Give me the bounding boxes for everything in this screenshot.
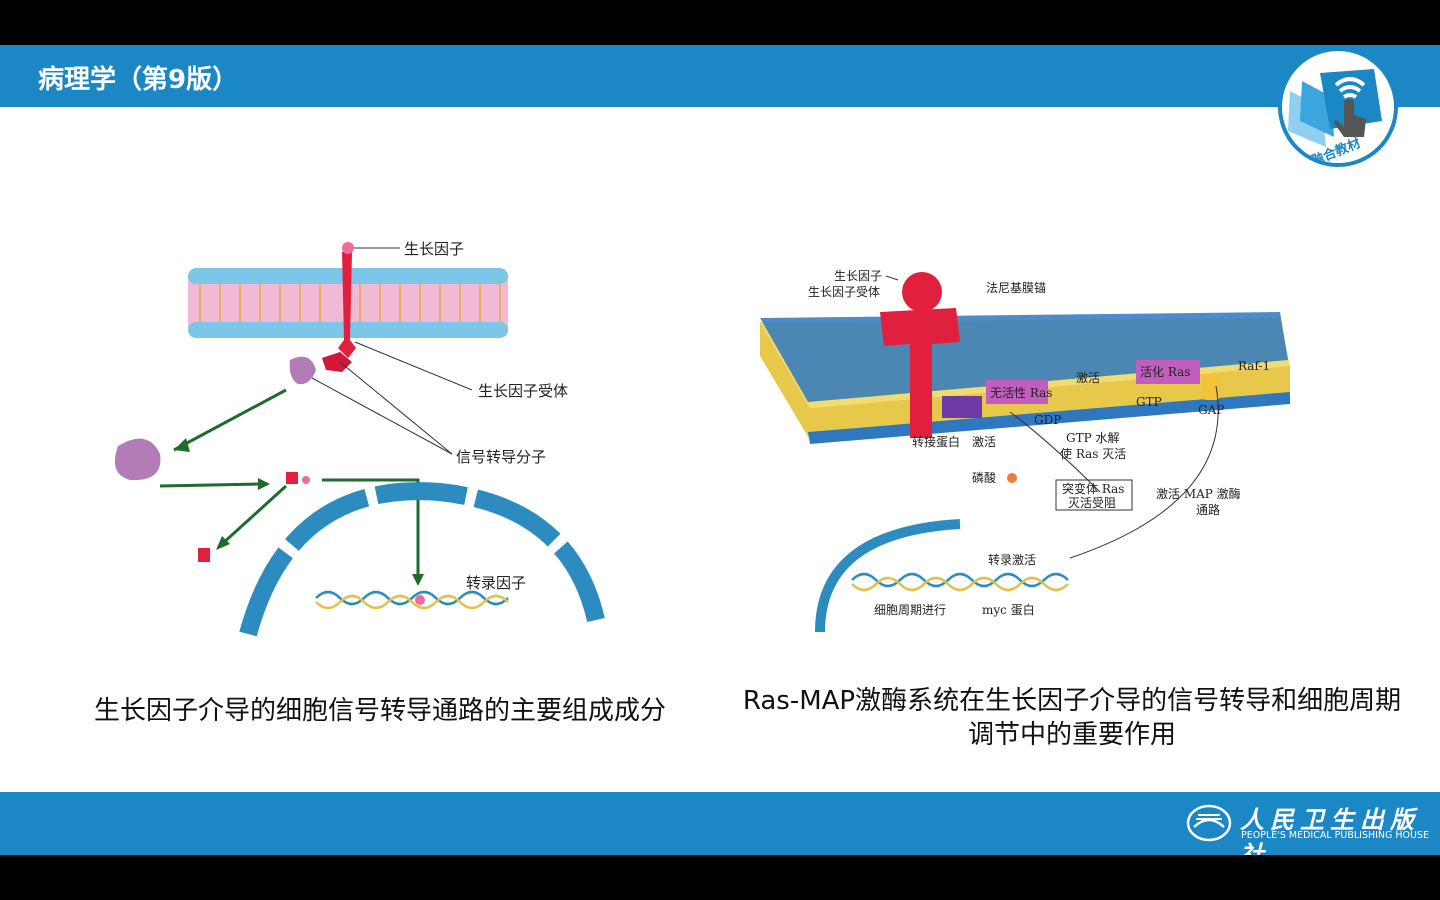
slide-title: 病理学（第9版） — [38, 59, 238, 96]
r-label-gtp: GTP — [1136, 395, 1162, 409]
top-letterbox — [0, 0, 1440, 45]
r-label-hydrolysis-2: 使 Ras 灭活 — [1060, 446, 1126, 461]
ras-growth-factor-ball — [902, 272, 942, 312]
r-label-raf: Raf-1 — [1238, 359, 1270, 373]
caption-left: 生长因子介导的细胞信号转导通路的主要组成成分 — [60, 690, 700, 727]
r-label-hydrolysis-1: GTP 水解 — [1066, 431, 1119, 445]
r-label-map-1: 激活 MAP 激酶 — [1156, 486, 1241, 501]
r-label-myc: myc 蛋白 — [982, 602, 1035, 617]
r-label-gdp: GDP — [1034, 413, 1061, 427]
r-label-farnesyl: 法尼基膜锚 — [986, 280, 1046, 295]
transducer-molecule-2 — [115, 439, 161, 480]
publisher-name-en: PEOPLE'S MEDICAL PUBLISHING HOUSE — [1241, 830, 1429, 841]
label-growth-factor: 生长因子 — [404, 240, 464, 258]
nuclear-envelope — [248, 491, 596, 634]
r-label-gap: GAP — [1198, 403, 1224, 417]
caption-right: Ras-MAP激酶系统在生长因子介导的信号转导和细胞周期 调节中的重要作用 — [722, 684, 1422, 752]
r-label-growth-factor: 生长因子 — [834, 269, 882, 283]
touch-hand-icon: 融合教材 — [1282, 51, 1394, 163]
label-transducer: 信号转导分子 — [456, 448, 546, 466]
r-label-phosphate: 磷酸 — [972, 470, 996, 485]
slide-header: 病理学（第9版） — [0, 45, 1440, 107]
ras-dna-helix — [852, 574, 1068, 590]
label-receptor: 生长因子受体 — [478, 382, 568, 400]
fusion-textbook-badge: 融合教材 — [1278, 47, 1398, 167]
r-label-adaptor: 转接蛋白 — [912, 434, 960, 449]
r-label-activate-left: 激活 — [972, 435, 996, 449]
signal-cube-2 — [198, 548, 210, 562]
dna-helix — [316, 592, 508, 608]
left-pathway-figure: 生长因子 生长因子受体 信号转导分子 转录因子 — [100, 230, 620, 640]
r-label-map-2: 通路 — [1196, 502, 1220, 517]
r-label-cell-cycle: 细胞周期进行 — [874, 603, 946, 617]
transducer-molecule-1 — [290, 357, 316, 385]
caption-right-line1: Ras-MAP激酶系统在生长因子介导的信号转导和细胞周期 — [722, 684, 1422, 718]
r-label-receptor: 生长因子受体 — [808, 285, 880, 299]
right-ras-map-figure: 生长因子 生长因子受体 法尼基膜锚 无活性 Ras 活化 Ras 激活 Raf-… — [750, 262, 1296, 632]
r-label-mutant-1: 突变体 Ras — [1062, 481, 1124, 496]
caption-right-line2: 调节中的重要作用 — [722, 718, 1422, 752]
r-label-mutant-2: 灭活受阻 — [1068, 496, 1116, 510]
signal-cube-1 — [286, 472, 298, 484]
bottom-letterbox — [0, 855, 1440, 900]
r-label-activate-top: 激活 — [1076, 371, 1100, 385]
r-label-active-ras: 活化 Ras — [1140, 365, 1190, 379]
label-transcription-factor: 转录因子 — [466, 574, 526, 592]
publisher-logo-icon — [1186, 803, 1232, 843]
r-label-inactive-ras: 无活性 Ras — [990, 386, 1052, 400]
growth-factor-ball — [342, 242, 354, 254]
adaptor-protein — [942, 396, 982, 418]
r-label-transcription: 转录激活 — [988, 552, 1036, 567]
